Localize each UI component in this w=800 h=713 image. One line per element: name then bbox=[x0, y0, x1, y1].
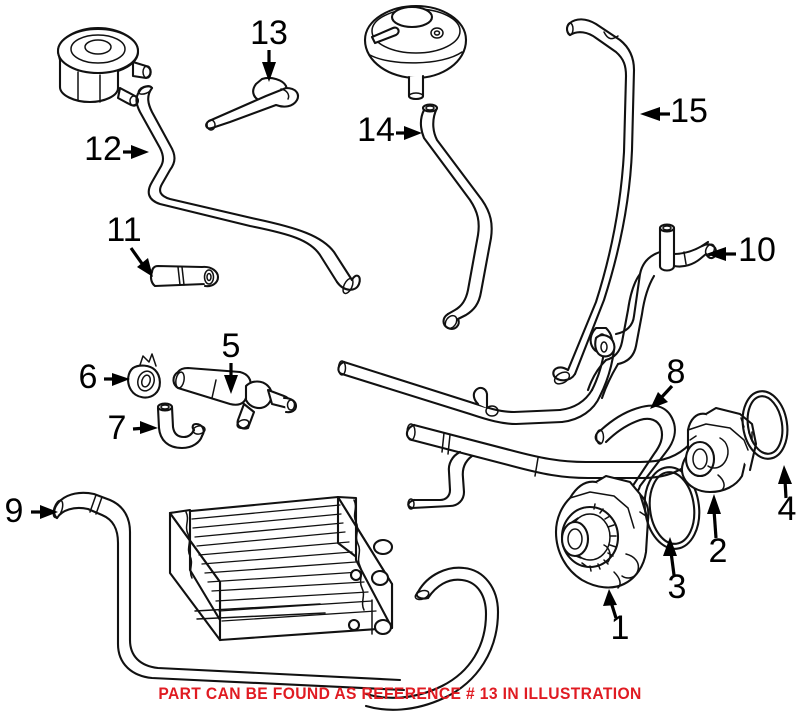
callout-10-label: 10 bbox=[738, 231, 776, 269]
callout-13-label: 13 bbox=[250, 14, 288, 52]
coolant-pipe-connector-part bbox=[586, 223, 718, 400]
housing-o-ring-part bbox=[741, 390, 789, 460]
breather-hose-part bbox=[205, 76, 300, 131]
callout-2[interactable]: 2 bbox=[707, 494, 727, 570]
callout-7[interactable]: 7 bbox=[108, 409, 158, 447]
oil-cooler-hose-part bbox=[135, 85, 361, 295]
callout-15[interactable]: 15 bbox=[640, 92, 708, 130]
callout-14[interactable]: 14 bbox=[357, 111, 422, 149]
lower-sweep-hose-part bbox=[364, 566, 500, 711]
callout-14-label: 14 bbox=[357, 111, 395, 149]
callout-11-label: 11 bbox=[106, 211, 141, 249]
callout-9-label: 9 bbox=[5, 492, 24, 530]
callout-7-label: 7 bbox=[108, 409, 127, 447]
water-pump-part bbox=[554, 474, 650, 589]
callout-9[interactable]: 9 bbox=[5, 492, 58, 530]
callout-2-label: 2 bbox=[709, 532, 728, 570]
callout-6-label: 6 bbox=[79, 358, 98, 396]
hose-clamp-part bbox=[127, 353, 161, 399]
water-pump-o-ring-part bbox=[643, 466, 701, 550]
callout-3[interactable]: 3 bbox=[663, 537, 686, 606]
callout-8[interactable]: 8 bbox=[650, 353, 685, 409]
radiator-inlet-hose-part bbox=[52, 491, 406, 692]
callout-5-label: 5 bbox=[222, 327, 241, 365]
callout-10[interactable]: 10 bbox=[706, 231, 776, 269]
short-bend-hose-part bbox=[156, 402, 206, 450]
callout-4-label: 4 bbox=[778, 490, 797, 528]
callout-15-label: 15 bbox=[670, 92, 708, 130]
callout-4[interactable]: 4 bbox=[778, 465, 797, 528]
callout-5[interactable]: 5 bbox=[222, 327, 241, 394]
branched-center-pipe-part bbox=[405, 423, 700, 510]
long-feed-hose-part bbox=[552, 18, 636, 385]
radiator-part bbox=[168, 495, 394, 642]
callout-12[interactable]: 12 bbox=[84, 130, 149, 168]
callout-13[interactable]: 13 bbox=[250, 14, 288, 82]
thermostat-housing-part bbox=[680, 406, 758, 494]
expansion-tank-hose-part bbox=[419, 103, 493, 330]
callout-3-label: 3 bbox=[668, 568, 687, 606]
oil-cooler-part bbox=[56, 26, 152, 107]
expansion-tank-part bbox=[363, 4, 468, 101]
connector-sleeve-part bbox=[149, 264, 220, 288]
callout-12-label: 12 bbox=[84, 130, 122, 168]
callout-8-label: 8 bbox=[667, 353, 686, 391]
callout-1[interactable]: 1 bbox=[603, 589, 629, 647]
callout-6[interactable]: 6 bbox=[79, 358, 130, 396]
reference-caption: PART CAN BE FOUND AS REFERENCE # 13 IN I… bbox=[158, 684, 642, 703]
callout-11[interactable]: 11 bbox=[106, 211, 153, 277]
callout-1-label: 1 bbox=[611, 609, 630, 647]
upper-center-pipe-part bbox=[337, 334, 616, 426]
